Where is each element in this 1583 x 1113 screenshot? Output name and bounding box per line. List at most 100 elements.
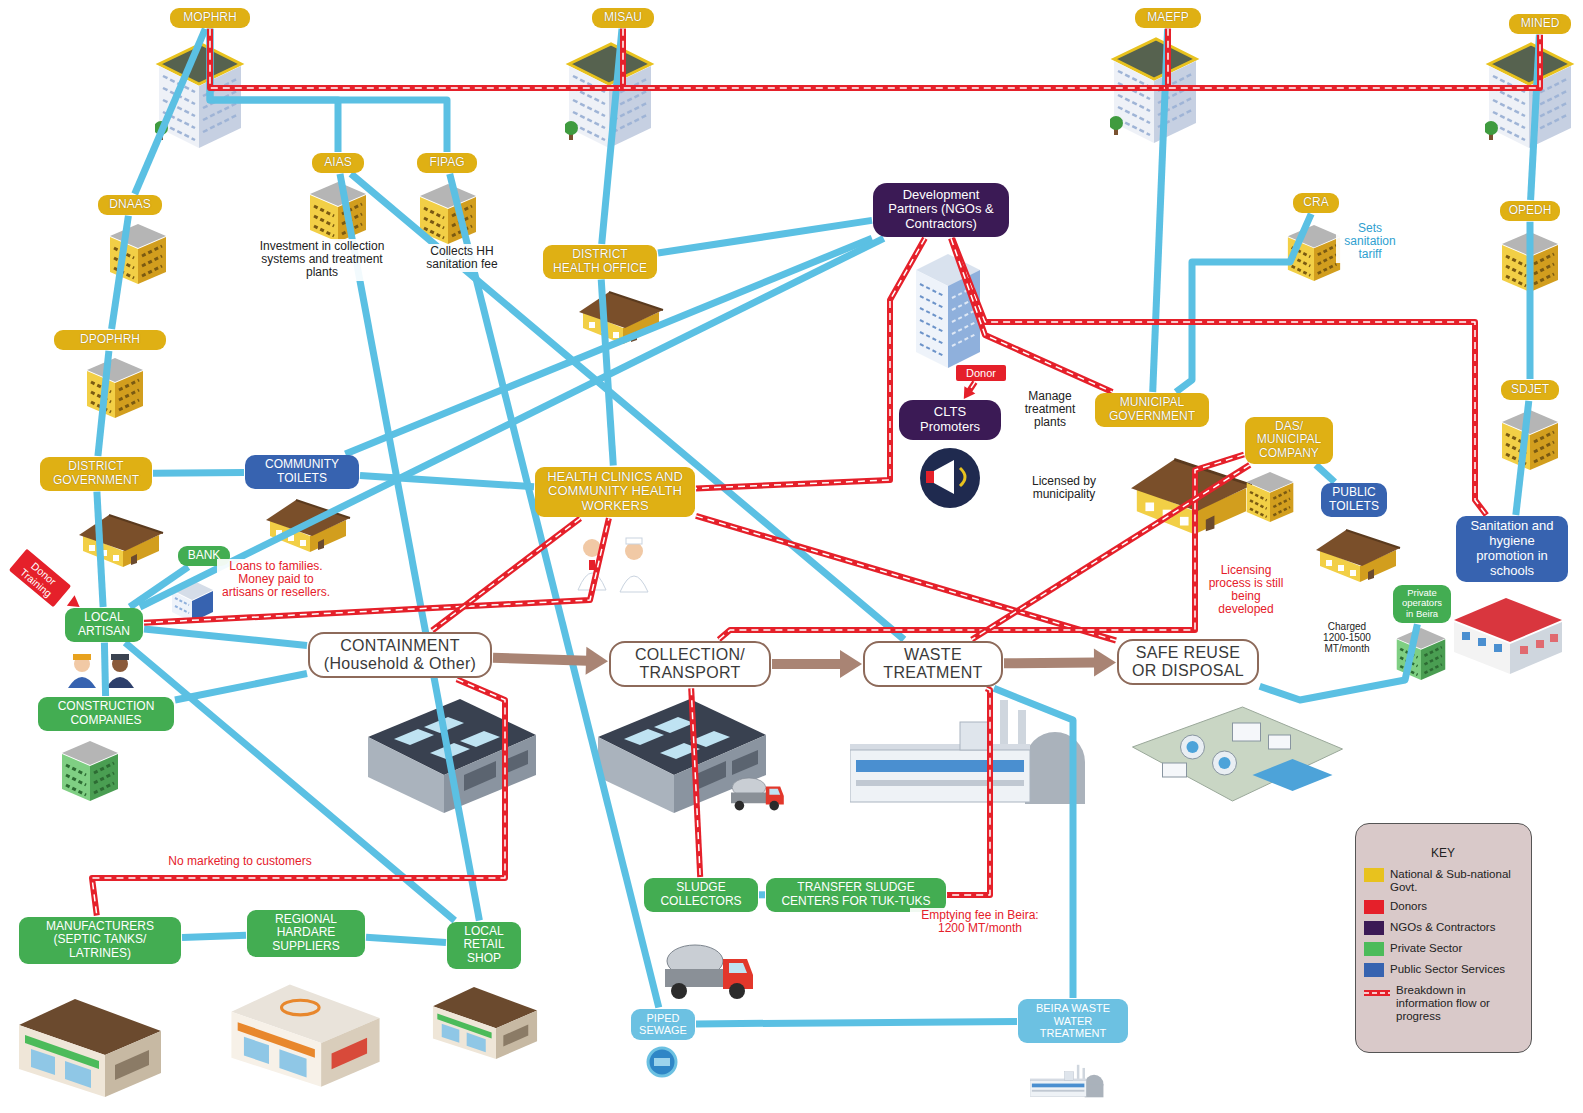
connector-line xyxy=(135,29,206,194)
megaphone-icon xyxy=(920,448,980,508)
legend-text: Donors xyxy=(1390,900,1427,913)
government-label: MINED xyxy=(1509,14,1571,34)
government-label: HEALTH CLINICS AND COMMUNITY HEALTH WORK… xyxy=(535,467,695,518)
donor-tag: Donor Training xyxy=(9,549,72,608)
legend-text: National & Sub-national Govt. xyxy=(1390,868,1523,893)
node-text: DAS/ MUNICIPAL COMPANY xyxy=(1251,420,1327,461)
public-service-box: PUBLIC TOILETS xyxy=(1321,483,1387,517)
treatment-factory xyxy=(850,700,1085,804)
connector-line xyxy=(153,469,244,477)
link-connector xyxy=(98,351,109,456)
connector-dash xyxy=(691,688,700,877)
connector-dash xyxy=(947,688,990,895)
annotation: No marketing to customers xyxy=(150,854,330,869)
link-connector xyxy=(130,567,188,607)
node-text: DPOPHRH xyxy=(60,333,160,347)
node-text: TRANSFER SLUDGE CENTERS FOR TUK-TUKS xyxy=(772,881,940,909)
node-text: PUBLIC TOILETS xyxy=(1327,486,1381,514)
link-connector xyxy=(104,643,105,696)
legend-swatch xyxy=(1364,921,1384,935)
link-connector xyxy=(696,1021,1017,1024)
link-connector xyxy=(759,894,765,895)
legend-line-red xyxy=(1364,990,1390,996)
legend-row: Breakdown in information flow or progres… xyxy=(1364,984,1523,1022)
node-text: Donor Training xyxy=(13,553,67,604)
company-building xyxy=(62,741,118,801)
water-service-box: PIPED SEWAGE xyxy=(631,1009,695,1040)
office-house xyxy=(579,292,663,344)
legend-row: NGOs & Contractors xyxy=(1364,921,1523,935)
node-text: WASTE TREATMENT xyxy=(875,646,991,683)
legend-text: Public Sector Services xyxy=(1390,963,1505,976)
government-label: SDJET xyxy=(1501,380,1559,400)
link-connector xyxy=(1516,401,1529,515)
connector-line xyxy=(623,29,1168,88)
legend-swatch xyxy=(1364,900,1384,914)
link-connector xyxy=(1176,214,1311,392)
node-text: MAEFP xyxy=(1141,11,1195,25)
breakdown-connector xyxy=(623,29,1168,88)
connector-dash xyxy=(1168,29,1540,88)
legend-text: Private Sector xyxy=(1390,942,1462,955)
node-text: HEALTH CLINICS AND COMMUNITY HEALTH WORK… xyxy=(541,470,689,515)
node-text: SDJET xyxy=(1507,383,1553,397)
connector-dash xyxy=(432,518,580,630)
government-label: DAS/ MUNICIPAL COMPANY xyxy=(1245,417,1333,464)
government-label: CRA xyxy=(1293,193,1339,213)
connector-dash xyxy=(696,516,1116,641)
government-label: MUNICIPAL GOVERNMENT xyxy=(1095,393,1209,427)
connector-line xyxy=(144,629,307,646)
partner-tower xyxy=(916,254,980,368)
connector-dash xyxy=(144,518,609,623)
connector-line xyxy=(345,238,872,454)
manhole-icon xyxy=(648,1048,676,1076)
node-text: CLTS Promoters xyxy=(907,405,993,435)
government-label: FIPAG xyxy=(417,153,477,173)
legend-swatch xyxy=(1364,942,1384,956)
health-worker-icons xyxy=(578,538,648,592)
connector-line xyxy=(351,174,904,640)
connector-dash xyxy=(696,238,925,488)
connector-line xyxy=(144,518,609,623)
government-label: MAEFP xyxy=(1135,8,1201,28)
annotation: Emptying fee in Beira: 1200 MT/month xyxy=(910,908,1050,936)
school-building xyxy=(1454,598,1562,674)
connector-line xyxy=(952,238,1486,515)
public-service-box: Sanitation and hygiene promotion in scho… xyxy=(1456,516,1568,582)
toilet-block xyxy=(1316,530,1400,582)
node-text: SLUDGE COLLECTORS xyxy=(650,881,752,909)
arrow-head xyxy=(840,650,862,678)
annotation: KEY xyxy=(1413,846,1473,861)
link-connector xyxy=(340,174,479,921)
government-label: DISTRICT HEALTH OFFICE xyxy=(543,245,657,279)
connector-dash xyxy=(952,238,1486,515)
flow-arrow xyxy=(772,650,862,678)
connector-dash xyxy=(951,238,1112,392)
private-sector-box: REGIONAL HARDARE SUPPLIERS xyxy=(247,910,365,957)
link-connector xyxy=(360,476,534,487)
legend-swatch xyxy=(1364,963,1384,977)
flow-arrow xyxy=(1004,649,1116,677)
flow-arrow xyxy=(493,647,608,675)
private-sector-box: LOCAL RETAIL SHOP xyxy=(447,922,521,969)
government-label: DPOPHRH xyxy=(54,330,166,350)
node-text: MISAU xyxy=(598,11,648,25)
private-sector-box: SLUDGE COLLECTORS xyxy=(644,878,758,912)
government-label: DISTRICT GOVERNMENT xyxy=(40,457,152,491)
connector-dash xyxy=(719,455,1244,640)
link-connector xyxy=(602,29,622,244)
government-label: DNAAS xyxy=(98,195,162,215)
connector-line xyxy=(97,492,103,607)
legend-text: Breakdown in information flow or progres… xyxy=(1396,984,1523,1022)
legend-line-sample xyxy=(1364,986,1390,1000)
connector-line xyxy=(691,688,700,877)
breakdown-connector xyxy=(1168,29,1540,88)
connector-line xyxy=(951,238,1112,392)
agency-building xyxy=(310,182,366,242)
node-text: DISTRICT GOVERNMENT xyxy=(46,460,146,488)
office-house xyxy=(79,515,163,567)
connector-line xyxy=(1516,401,1529,515)
annotation: Manage treatment plants xyxy=(1018,389,1082,431)
connector-line xyxy=(130,567,188,607)
manufacturer-shop xyxy=(19,999,161,1097)
